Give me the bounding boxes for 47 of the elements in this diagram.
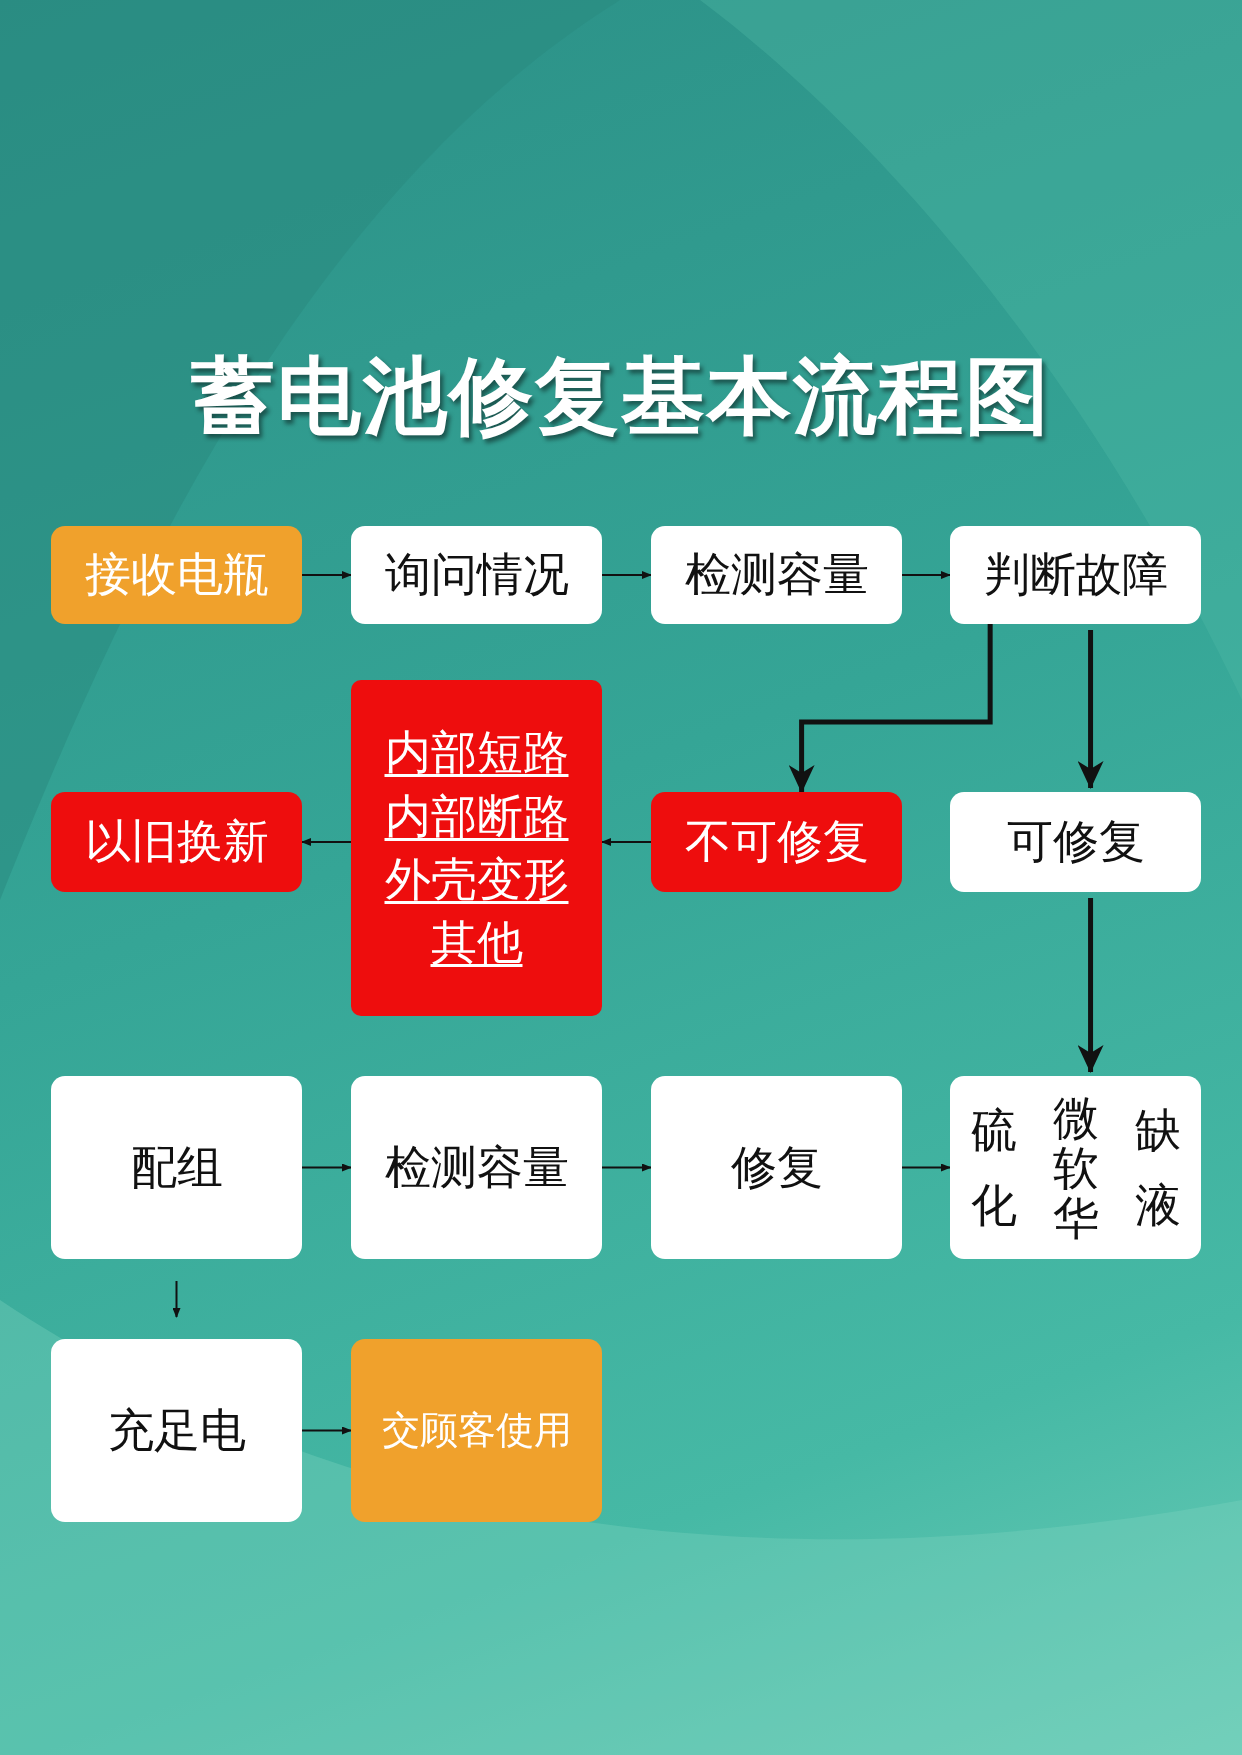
fault-type-box: [950, 1076, 1201, 1259]
node-label: 接收电瓶: [84, 547, 269, 603]
vertical-label: 硫化: [970, 1101, 1017, 1234]
node-label: 修复: [730, 1139, 823, 1196]
node-label: 不可修复: [684, 814, 869, 870]
node-label: 内部断路: [384, 787, 569, 845]
node-label: 检测容量: [684, 547, 869, 603]
node-label: 以旧换新: [84, 814, 269, 870]
node-label: 配组: [130, 1139, 223, 1196]
process-box: [950, 526, 1201, 624]
arrow: [601, 1163, 652, 1172]
title: 蓄电池修复基本流程图: [190, 346, 1052, 447]
arrow: [1077, 898, 1104, 1073]
process-box: [51, 1339, 302, 1522]
process-box: [351, 1076, 602, 1259]
node-label: 充足电: [107, 1402, 246, 1459]
arrow: [301, 1163, 352, 1172]
fault-list-box: [351, 680, 602, 1016]
node-label: 可修复: [1006, 814, 1145, 870]
arrow: [301, 838, 352, 846]
arrow: [601, 838, 652, 846]
process-box: [51, 1076, 302, 1259]
arrow: [301, 571, 352, 579]
vertical-label: 缺液: [1134, 1101, 1181, 1234]
arrow: [788, 624, 993, 793]
process-box: [651, 1076, 902, 1259]
arrow: [601, 571, 652, 579]
process-box: [651, 526, 902, 624]
process-box: [950, 792, 1201, 892]
alert-box: [651, 792, 902, 892]
terminal-box: [351, 1339, 602, 1522]
alert-box: [51, 792, 302, 892]
arrow: [901, 1163, 951, 1172]
terminal-box: [51, 526, 302, 624]
node-label: 询问情况: [384, 547, 569, 603]
arrow: [1077, 630, 1104, 789]
node-label: 判断故障: [983, 547, 1168, 603]
node-label: 交顾客使用: [381, 1407, 572, 1454]
process-box: [351, 526, 602, 624]
arrow: [301, 1426, 352, 1435]
arrow: [901, 571, 951, 579]
node-label: 内部短路: [384, 724, 569, 782]
arrow: [172, 1280, 181, 1318]
vertical-label: 微软华: [1052, 1092, 1099, 1243]
node-label: 外壳变形: [384, 851, 569, 908]
node-label: 其他: [430, 914, 523, 972]
node-label: 检测容量: [384, 1139, 569, 1196]
